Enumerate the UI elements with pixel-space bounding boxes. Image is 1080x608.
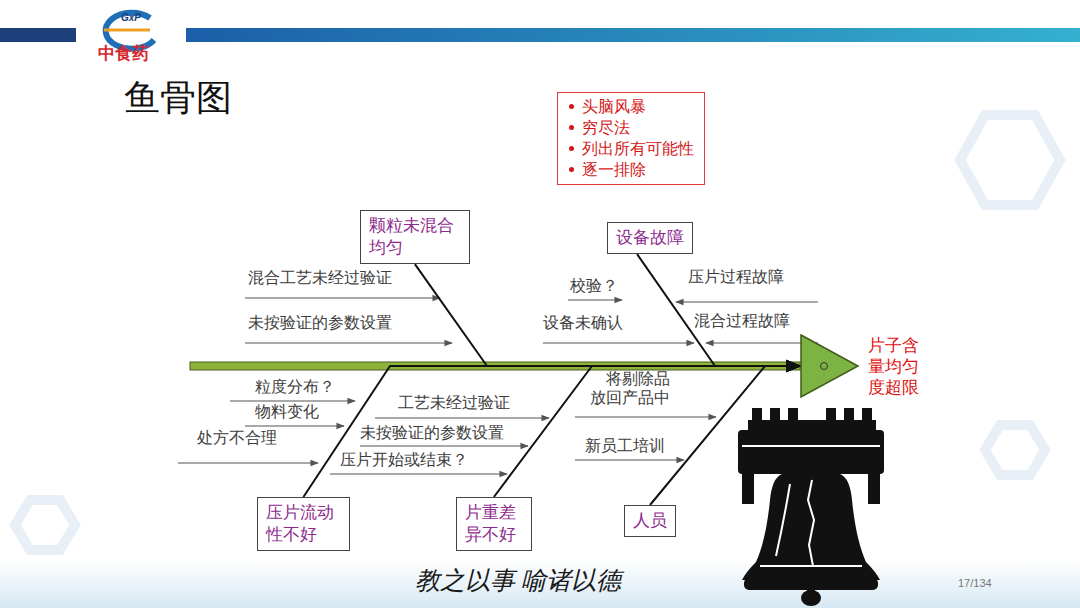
footer-band (0, 560, 1080, 608)
fish-bone (650, 366, 800, 505)
cause-box: 人员 (624, 505, 676, 537)
head-eye (821, 363, 828, 370)
bell-highlights (742, 446, 880, 566)
fish-bone (637, 254, 800, 366)
sub-cause-arrows (178, 298, 818, 474)
top-bar-left (0, 28, 76, 42)
cause-label: 设备未确认 (543, 313, 623, 332)
node-text: 设备故障 (616, 227, 684, 249)
cause-label: 混合工艺未经过验证 (248, 268, 392, 287)
head-triangle (800, 334, 860, 398)
slide-title: 鱼骨图 (124, 76, 232, 120)
cause-label: 物料变化 (255, 402, 319, 421)
cause-label: 将剔除品 放回产品中 (585, 369, 670, 407)
node-text: 压片流动 性不好 (266, 502, 341, 546)
cause-label: 处方不合理 (197, 428, 277, 447)
page-number: 17/134 (958, 577, 992, 590)
node-text: 穷尽法 (566, 117, 694, 138)
logo-mark (104, 13, 154, 49)
node-text: 片重差 异不好 (465, 502, 523, 546)
node-text: 列出所有可能性 (566, 138, 694, 159)
cause-label: 新员工培训 (585, 436, 665, 455)
fish-bone (303, 366, 800, 497)
node-text: 人员 (633, 510, 667, 532)
head-shape (801, 335, 858, 397)
logo-name: 中食药 (98, 44, 149, 64)
cause-label: 工艺未经过验证 (398, 393, 510, 412)
fish-bone (415, 264, 800, 366)
cause-label: 混合过程故障 (694, 311, 790, 330)
fish-head: 片子含 量均匀 度超限 (800, 334, 926, 398)
cause-label: 压片开始或结束？ (340, 450, 468, 469)
cause-label: 粒度分布？ (255, 377, 335, 396)
cause-label: 未按验证的参数设置 (360, 423, 504, 442)
node-text: 逐一排除 (566, 159, 694, 180)
cause-box: 压片流动 性不好 (257, 497, 350, 551)
hexagons (15, 115, 1060, 550)
top-bar (186, 28, 1080, 42)
cause-box: 颗粒未混合 均匀 (360, 210, 470, 264)
logo-text: GxP (121, 12, 141, 24)
note-box: 头脑风暴穷尽法列出所有可能性逐一排除 (557, 92, 705, 185)
cause-box: 设备故障 (607, 222, 693, 254)
footer-motto: 教之以事 喻诸以德 (415, 566, 621, 596)
bell-illustration (738, 408, 884, 606)
cause-label: 校验？ (570, 276, 618, 295)
node-text: 片子含 量均匀 度超限 (868, 335, 926, 398)
cause-label: 未按验证的参数设置 (248, 313, 392, 332)
node-text: 颗粒未混合 均匀 (369, 215, 461, 259)
cause-box: 片重差 异不好 (456, 497, 532, 551)
fish-bone (494, 366, 800, 497)
cause-label: 压片过程故障 (688, 267, 784, 286)
node-text: 头脑风暴 (566, 96, 694, 117)
